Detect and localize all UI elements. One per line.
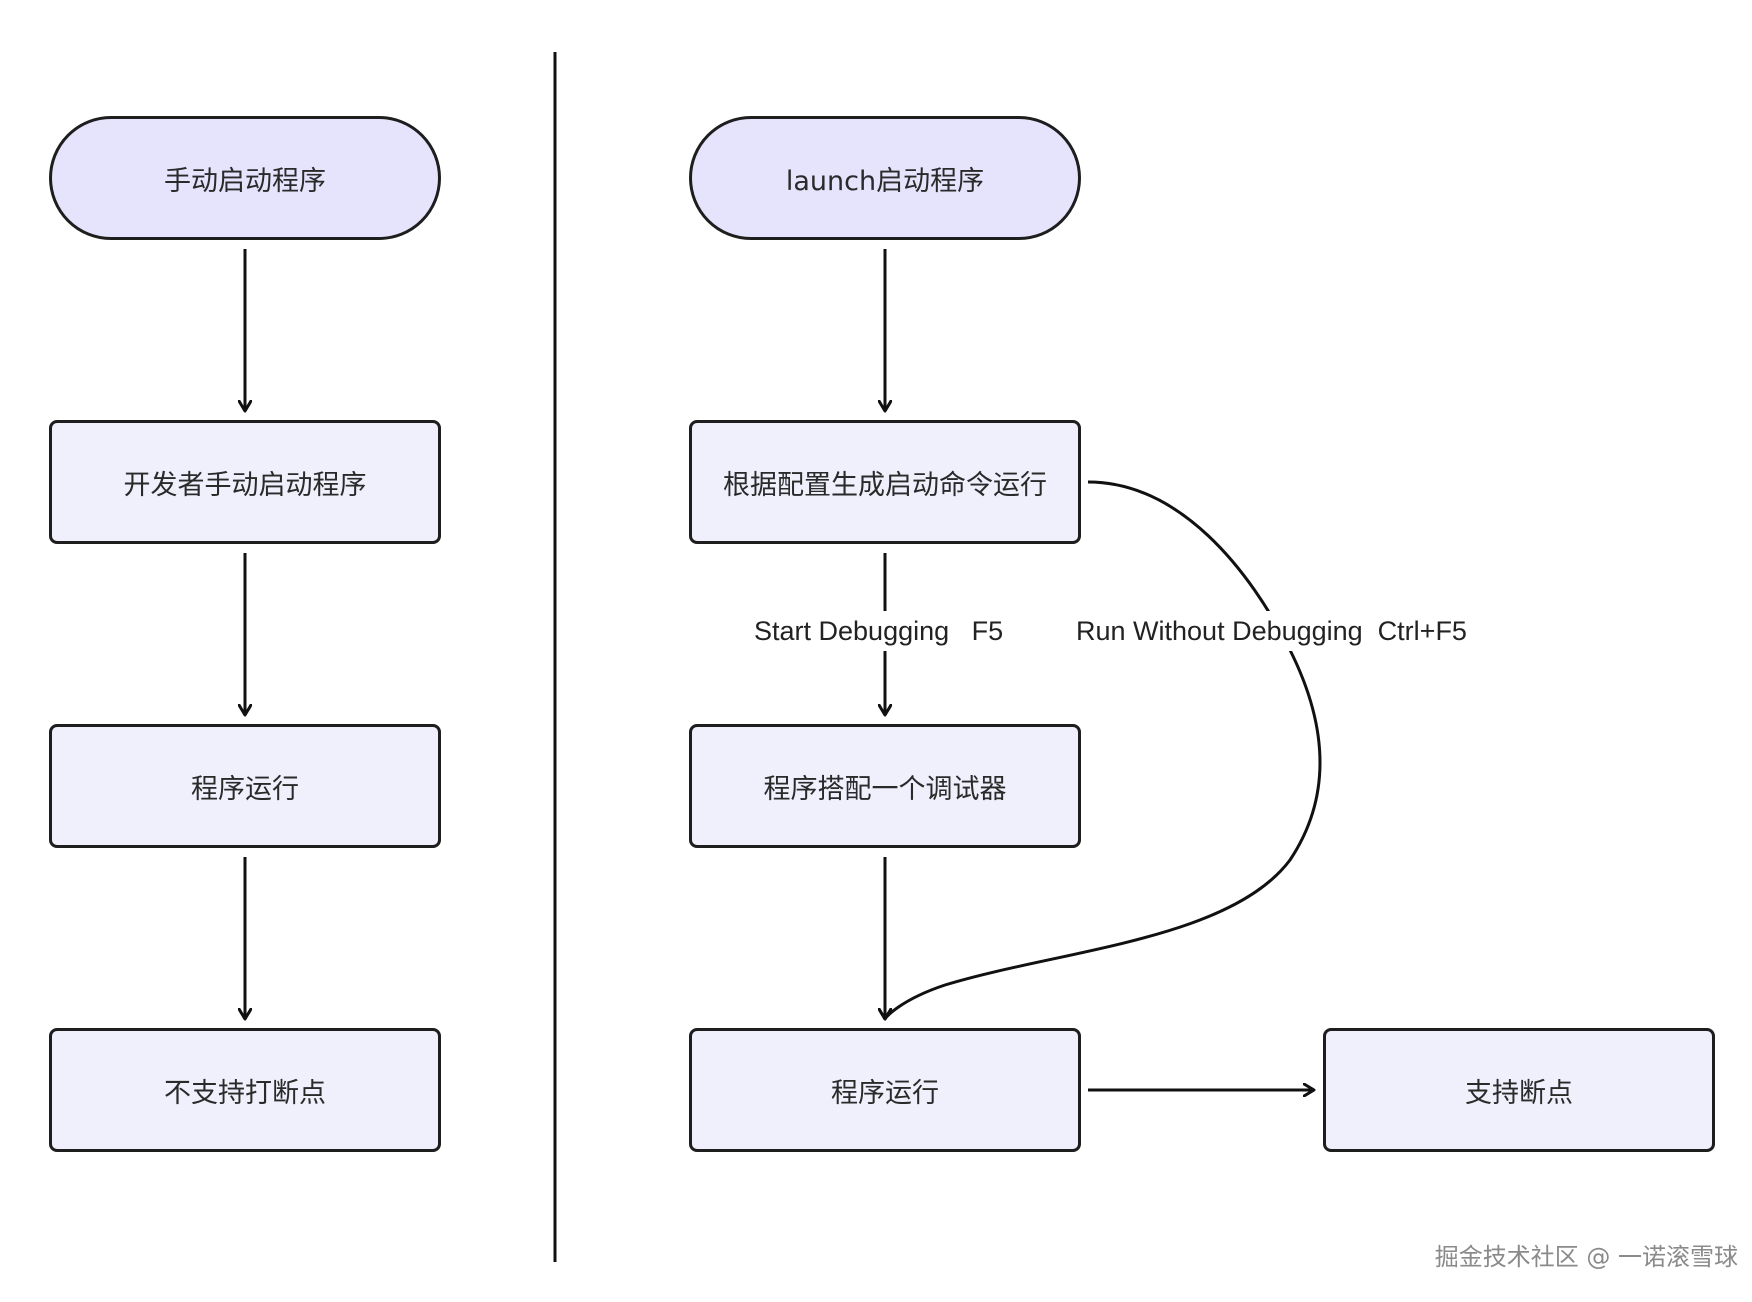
right-step2-label: 程序搭配一个调试器 (763, 773, 1007, 805)
edge-label-start-debugging: Start Debugging F5 (748, 611, 1010, 651)
right-step4-label: 支持断点 (1465, 1077, 1573, 1109)
right-step3-label: 程序运行 (831, 1077, 939, 1109)
left-step3-label: 不支持打断点 (164, 1077, 326, 1109)
right-step2-node: 程序搭配一个调试器 (689, 724, 1081, 848)
right-step1-node: 根据配置生成启动命令运行 (689, 420, 1081, 544)
right-start-node: launch启动程序 (689, 116, 1081, 240)
edge-label-run-without-debugging: Run Without Debugging Ctrl+F5 (1070, 611, 1473, 651)
left-step1-node: 开发者手动启动程序 (49, 420, 441, 544)
right-step4-node: 支持断点 (1323, 1028, 1715, 1152)
watermark: 掘金技术社区 @ 一诺滚雪球 (1434, 1243, 1738, 1271)
arrow-run-without-debugging (885, 480, 1322, 1019)
right-step1-label: 根据配置生成启动命令运行 (723, 469, 1047, 501)
left-step3-node: 不支持打断点 (49, 1028, 441, 1152)
left-start-label: 手动启动程序 (164, 165, 326, 197)
left-start-node: 手动启动程序 (49, 116, 441, 240)
right-step3-node: 程序运行 (689, 1028, 1081, 1152)
right-start-label: launch启动程序 (785, 165, 985, 197)
left-step2-node: 程序运行 (49, 724, 441, 848)
left-step1-label: 开发者手动启动程序 (123, 469, 367, 501)
left-step2-label: 程序运行 (191, 773, 299, 805)
